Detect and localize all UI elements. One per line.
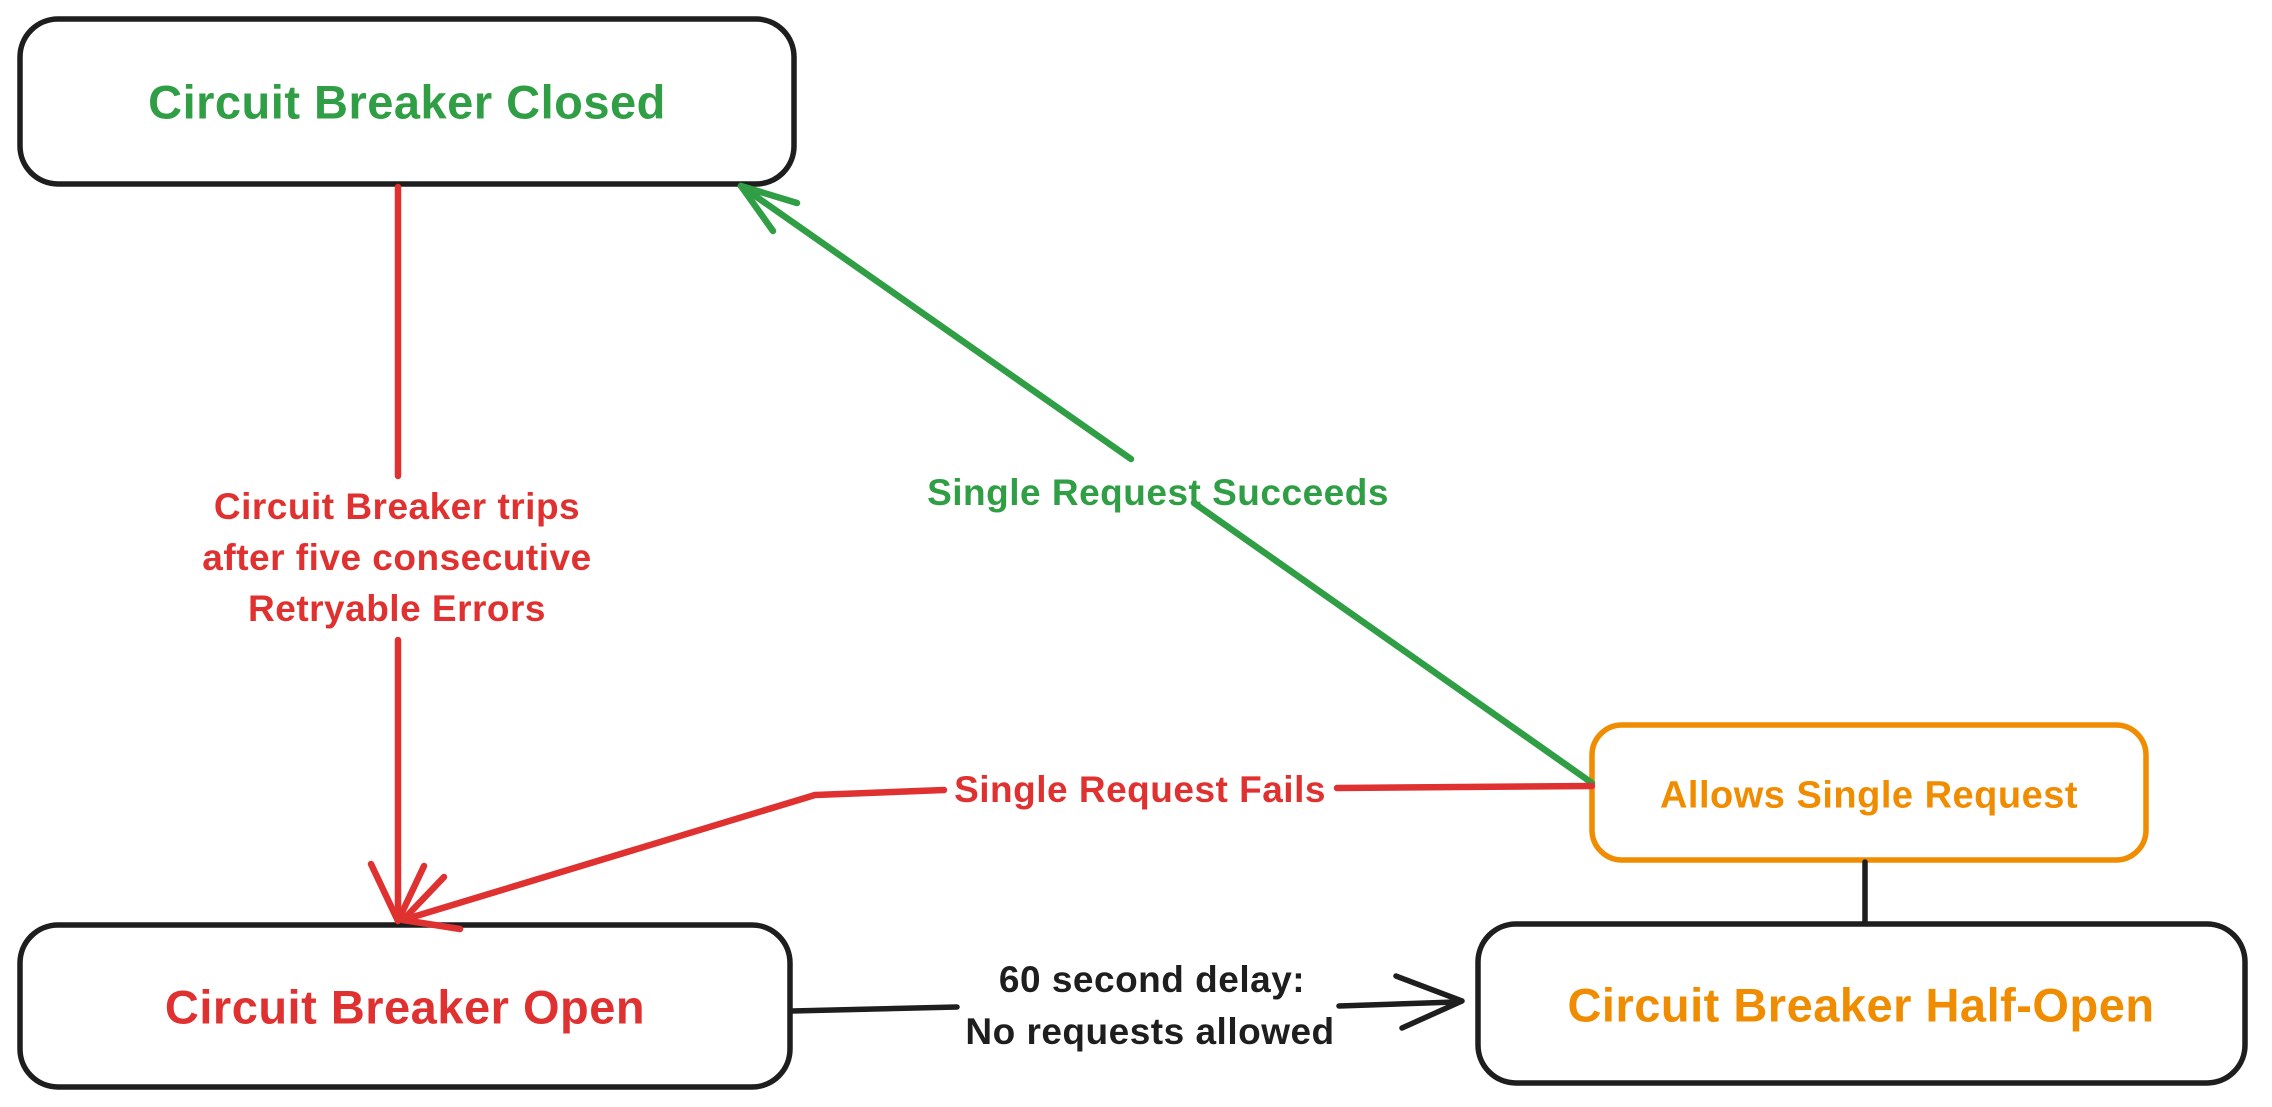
state-open: Circuit Breaker Open — [17, 922, 793, 1090]
state-closed: Circuit Breaker Closed — [17, 16, 797, 187]
label-open-to-half-open-line1: 60 second delay: — [999, 959, 1305, 1000]
arrow-closed-to-open — [367, 183, 428, 925]
label-single-request-succeeds: Single Request Succeeds — [927, 472, 1389, 513]
arrow-half-open-to-open-line — [399, 782, 1596, 924]
state-open-label: Circuit Breaker Open — [165, 980, 645, 1033]
state-half-open-label: Circuit Breaker Half-Open — [1567, 978, 2154, 1031]
state-closed-box — [17, 16, 797, 187]
arrow-open-to-half-open-line — [789, 999, 1458, 1014]
label-closed-to-open-line1: Circuit Breaker trips — [214, 486, 580, 527]
arrow-half-open-to-closed-head — [737, 182, 801, 235]
arrow-half-open-to-open — [399, 782, 1596, 933]
state-half-open: Circuit Breaker Half-Open — [1475, 921, 2248, 1086]
allows-single-request-box — [1589, 722, 2149, 863]
arrow-half-open-to-closed-line — [737, 182, 1596, 787]
arrow-open-to-half-open-head — [1393, 973, 1465, 1031]
label-closed-to-open-line2: after five consecutive — [202, 537, 591, 578]
arrow-half-open-to-closed — [737, 182, 1596, 787]
state-half-open-box — [1475, 921, 2248, 1086]
allows-single-request-label: Allows Single Request — [1660, 774, 2078, 816]
state-closed-label: Circuit Breaker Closed — [148, 75, 666, 128]
arrow-closed-to-open-head — [367, 860, 428, 925]
label-open-to-half-open: 60 second delay: No requests allowed — [965, 959, 1334, 1052]
state-open-box — [17, 922, 793, 1090]
label-single-request-fails: Single Request Fails — [954, 769, 1326, 810]
label-closed-to-open: Circuit Breaker trips after five consecu… — [202, 486, 591, 629]
arrow-open-to-half-open — [789, 973, 1465, 1031]
label-closed-to-open-line3: Retryable Errors — [248, 588, 546, 629]
arrow-half-open-to-open-head — [399, 873, 464, 933]
state-allows-single-request: Allows Single Request — [1589, 722, 2149, 863]
label-open-to-half-open-line2: No requests allowed — [965, 1011, 1334, 1052]
